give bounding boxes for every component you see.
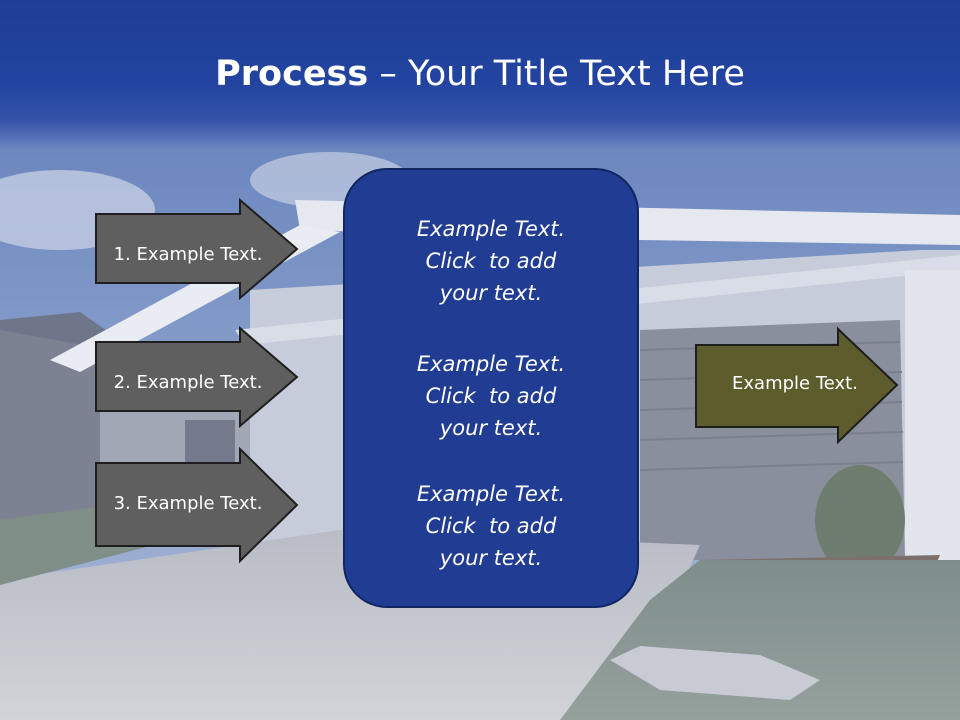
left-arrow-2[interactable] bbox=[94, 325, 300, 429]
panel-block-1-line-1: Example Text. bbox=[416, 217, 566, 241]
title-band: Process – Your Title Text Here bbox=[0, 0, 960, 150]
panel-text-block-3[interactable]: Example Text. Click to add your text. bbox=[345, 478, 637, 574]
left-arrow-3-label: 3. Example Text. bbox=[113, 493, 263, 514]
left-arrow-1-label: 1. Example Text. bbox=[113, 244, 263, 265]
slide-title[interactable]: Process – Your Title Text Here bbox=[0, 52, 960, 96]
panel-block-1-line-3: your text. bbox=[439, 281, 543, 305]
left-arrow-2-label: 2. Example Text. bbox=[113, 372, 263, 393]
panel-block-2-line-1: Example Text. bbox=[416, 352, 566, 376]
panel-text-block-1[interactable]: Example Text. Click to add your text. bbox=[345, 213, 637, 309]
left-arrow-3[interactable] bbox=[94, 446, 300, 564]
panel-block-3-line-1: Example Text. bbox=[416, 482, 566, 506]
right-arrow-label: Example Text. bbox=[732, 373, 858, 394]
center-text-panel[interactable]: Example Text. Click to add your text. Ex… bbox=[343, 168, 639, 608]
panel-block-3-line-2: Click to add bbox=[425, 514, 557, 538]
left-arrow-1[interactable] bbox=[94, 197, 300, 301]
title-rest-text: – Your Title Text Here bbox=[368, 54, 745, 94]
title-bold-text: Process bbox=[215, 54, 369, 94]
panel-block-2-line-3: your text. bbox=[439, 416, 543, 440]
panel-block-3-line-3: your text. bbox=[439, 546, 543, 570]
panel-text-block-2[interactable]: Example Text. Click to add your text. bbox=[345, 348, 637, 444]
panel-block-2-line-2: Click to add bbox=[425, 384, 557, 408]
panel-block-1-line-2: Click to add bbox=[425, 249, 557, 273]
right-arrow[interactable] bbox=[694, 326, 900, 445]
